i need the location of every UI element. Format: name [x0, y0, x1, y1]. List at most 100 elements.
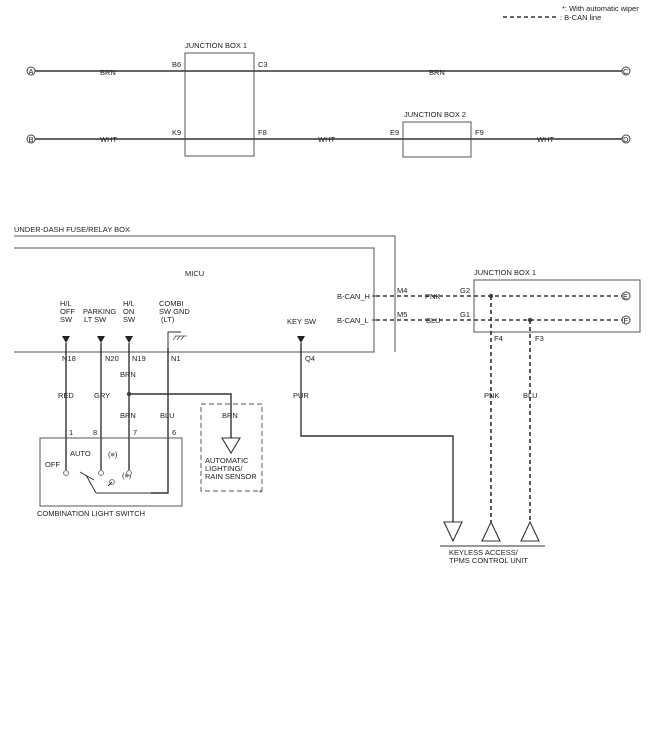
wire-label-gry: GRY [94, 391, 110, 400]
combi-sw-gnd-label-2: SW GND [159, 307, 190, 316]
switch-contact-off [63, 470, 69, 476]
switch-contact-auto [98, 470, 104, 476]
switch-pin-6: 6 [172, 428, 176, 437]
junction-box-1-lower: JUNCTION BOX 1 E F PNK BLU G2 G1 F4 F3 P… [376, 268, 641, 522]
sensor-connector-icon [221, 437, 241, 455]
wire-brn-sensor [129, 393, 232, 438]
wire-label-brn-right: BRN [429, 68, 445, 77]
wire-label-wht-left: WHT [100, 135, 117, 144]
terminal-d [621, 134, 631, 144]
switch-pin-7: 7 [133, 428, 137, 437]
terminal-f-label: F [624, 316, 629, 325]
pin-e9: E9 [390, 128, 399, 137]
switch-pos-auto: AUTO [70, 449, 91, 458]
upper-circuit: A C BRN BRN B D WHT WHT WHT JUNCTION BOX… [26, 41, 631, 158]
terminal-d-label: D [623, 135, 629, 144]
legend: *: With automatic wiper : B-CAN line [503, 4, 639, 22]
hl-on-sw-label-1: H/L [123, 299, 135, 308]
junction-box-1-upper [184, 52, 255, 157]
switch-pos-2: (≡) [122, 471, 132, 480]
keyless-unit-label-2: TPMS CONTROL UNIT [449, 556, 528, 565]
wire-pur [300, 343, 454, 522]
legend-bcan-note: : B-CAN line [560, 13, 601, 22]
sensor-marker: * [259, 488, 262, 497]
terminal-a [26, 66, 36, 76]
pin-c3: C3 [258, 60, 268, 69]
pin-n20: N20 [105, 354, 119, 363]
pin-m4: M4 [397, 286, 407, 295]
fuse-relay-box: UNDER-DASH FUSE/RELAY BOX MICU H/L OFF S… [14, 225, 407, 363]
pin-n19: N19 [132, 354, 146, 363]
wire-label-pur: PUR [293, 391, 309, 400]
pin-g2: G2 [460, 286, 470, 295]
micu-wiring: RED GRY BRN BRN BLU PUR [58, 343, 454, 522]
switch-arm-link-2 [107, 481, 113, 487]
parking-lt-sw-label-2: LT SW [84, 315, 107, 324]
combi-sw-gnd-label-1: COMBI [159, 299, 184, 308]
terminal-c-label: C [623, 67, 629, 76]
wire-label-blu-v: BLU [523, 391, 538, 400]
legend-wiper-note: *: With automatic wiper [562, 4, 639, 13]
terminal-e [621, 291, 631, 301]
key-sw-label: KEY SW [287, 317, 317, 326]
wire-label-brn-left: BRN [100, 68, 116, 77]
combination-switch-label: COMBINATION LIGHT SWITCH [37, 509, 145, 518]
rain-sensor: BRN AUTOMATIC LIGHTING/ RAIN SENSOR * [200, 403, 263, 497]
wire-label-blu-micu: BLU [160, 411, 175, 420]
pin-f9: F9 [475, 128, 484, 137]
pin-k9: K9 [172, 128, 181, 137]
can-high-label: B-CAN_H [337, 292, 370, 301]
terminal-e-label: E [623, 292, 628, 301]
arrow-n18-icon [62, 336, 70, 343]
pin-f4: F4 [494, 334, 503, 343]
switch-pos-1: (≡) [108, 450, 118, 459]
pin-b6: B6 [172, 60, 181, 69]
micu-outline [14, 247, 375, 353]
keyless-connector-pur-icon [443, 521, 463, 543]
keyless-unit-label-1: KEYLESS ACCESS/ [449, 548, 519, 557]
pin-n18: N18 [62, 354, 76, 363]
terminal-b [26, 134, 36, 144]
terminal-c [621, 66, 631, 76]
wire-label-red: RED [58, 391, 74, 400]
junction-box-1-lower-outline [473, 279, 641, 333]
switch-pin-8: 8 [93, 428, 97, 437]
wire-label-wht-mid: WHT [318, 135, 335, 144]
arrow-n19-icon [125, 336, 133, 343]
wire-label-wht-right: WHT [537, 135, 554, 144]
pin-f8: F8 [258, 128, 267, 137]
wire-blu-micu [151, 348, 169, 494]
wire-label-pnk-v: PNK [484, 391, 499, 400]
hl-on-sw-label-2: ON [123, 307, 134, 316]
terminal-b-label: B [29, 135, 34, 144]
combi-gnd-wire [167, 331, 181, 348]
wire-label-brn-low: BRN [120, 411, 136, 420]
combi-sw-gnd-label-3: (LT) [161, 315, 175, 324]
hl-off-sw-label-1: H/L [60, 299, 72, 308]
pin-g1: G1 [460, 310, 470, 319]
switch-contact-pos1 [126, 470, 132, 476]
rain-sensor-outline [200, 403, 263, 492]
parking-lt-sw-label-1: PARKING [83, 307, 116, 316]
combination-switch-outline [39, 437, 183, 507]
junction-box-2-label: JUNCTION BOX 2 [404, 110, 466, 119]
terminal-f [621, 315, 631, 325]
switch-pos-off: OFF [45, 460, 60, 469]
wire-label-blu-h: BLU [426, 316, 441, 325]
fuse-box-outline [14, 235, 396, 352]
switch-arm [85, 474, 97, 494]
combination-light-switch: 1 8 7 6 OFF AUTO (≡) (≡) COMBINATION LIG… [37, 428, 183, 518]
can-low-label: B-CAN_L [337, 316, 369, 325]
ground-icon [172, 335, 187, 341]
junction-box-1-lower-label: JUNCTION BOX 1 [474, 268, 536, 277]
junction-box-1-upper-label: JUNCTION BOX 1 [185, 41, 247, 50]
hl-off-sw-label-3: SW [60, 315, 73, 324]
arrow-q4-icon [297, 336, 305, 343]
switch-pin-1: 1 [69, 428, 73, 437]
pin-m5: M5 [397, 310, 407, 319]
micu-label: MICU [185, 269, 204, 278]
sensor-label-3: RAIN SENSOR [205, 472, 257, 481]
hl-off-sw-label-2: OFF [60, 307, 75, 316]
sensor-label-1: AUTOMATIC [205, 456, 249, 465]
